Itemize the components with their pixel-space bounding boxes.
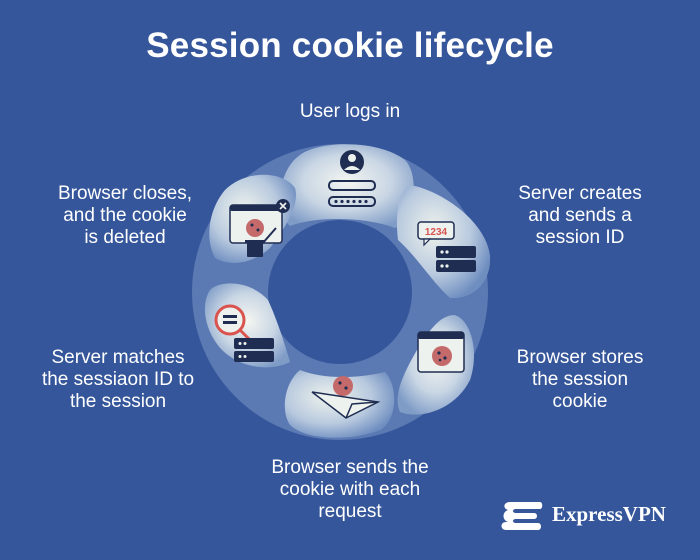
step-label-line: Browser closes, bbox=[57, 183, 193, 204]
step-label-browser-stores-cookie: Browser stores the session cookie bbox=[495, 347, 665, 413]
user-login-icon bbox=[328, 150, 376, 207]
server-session-id-icon: 1234 bbox=[417, 221, 476, 272]
cycle-center bbox=[272, 224, 408, 360]
step-label-line: session ID bbox=[535, 227, 625, 248]
step-label-line: request bbox=[318, 501, 382, 522]
step-label-line: Browser stores bbox=[516, 347, 644, 368]
step-label-line: Server creates bbox=[518, 183, 642, 204]
step-label-line: cookie with each bbox=[279, 479, 421, 500]
step-label-server-matches-session: Server matches the sessiaon ID to the se… bbox=[18, 347, 218, 413]
step-label-line: the session bbox=[69, 391, 167, 412]
step-label-line: and the cookie bbox=[63, 205, 187, 226]
browser-cookie-icon bbox=[417, 331, 465, 373]
step-label-line: User logs in bbox=[299, 101, 401, 122]
step-label-line: Browser sends the bbox=[271, 457, 429, 478]
step-label-server-creates-session-id: Server creates and sends a session ID bbox=[495, 183, 665, 249]
segment-server-creates bbox=[396, 185, 491, 299]
step-label-line: cookie bbox=[552, 391, 608, 412]
step-label-line: is deleted bbox=[84, 227, 166, 248]
session-id-badge: 1234 bbox=[425, 227, 448, 238]
paper-plane-cookie-icon bbox=[311, 376, 381, 419]
page-title: Session cookie lifecycle bbox=[146, 26, 554, 65]
step-label-line: the sessiaon ID to bbox=[41, 369, 195, 390]
expressvpn-logo-icon bbox=[501, 502, 543, 530]
brand-name: ExpressVPN bbox=[552, 502, 666, 526]
step-label-user-logs-in: User logs in bbox=[250, 101, 450, 123]
magnifier-server-icon bbox=[214, 304, 274, 362]
step-label-browser-closes: Browser closes, and the cookie is delete… bbox=[35, 183, 215, 249]
step-label-line: and sends a bbox=[528, 205, 632, 226]
browser-trash-icon bbox=[229, 199, 290, 257]
step-label-line: the session bbox=[531, 369, 629, 390]
segment-user-logs-in bbox=[279, 144, 414, 228]
step-label-line: Server matches bbox=[51, 347, 185, 368]
step-label-browser-sends-cookie: Browser sends the cookie with each reque… bbox=[245, 457, 455, 523]
brand-logo: ExpressVPN bbox=[500, 498, 690, 534]
